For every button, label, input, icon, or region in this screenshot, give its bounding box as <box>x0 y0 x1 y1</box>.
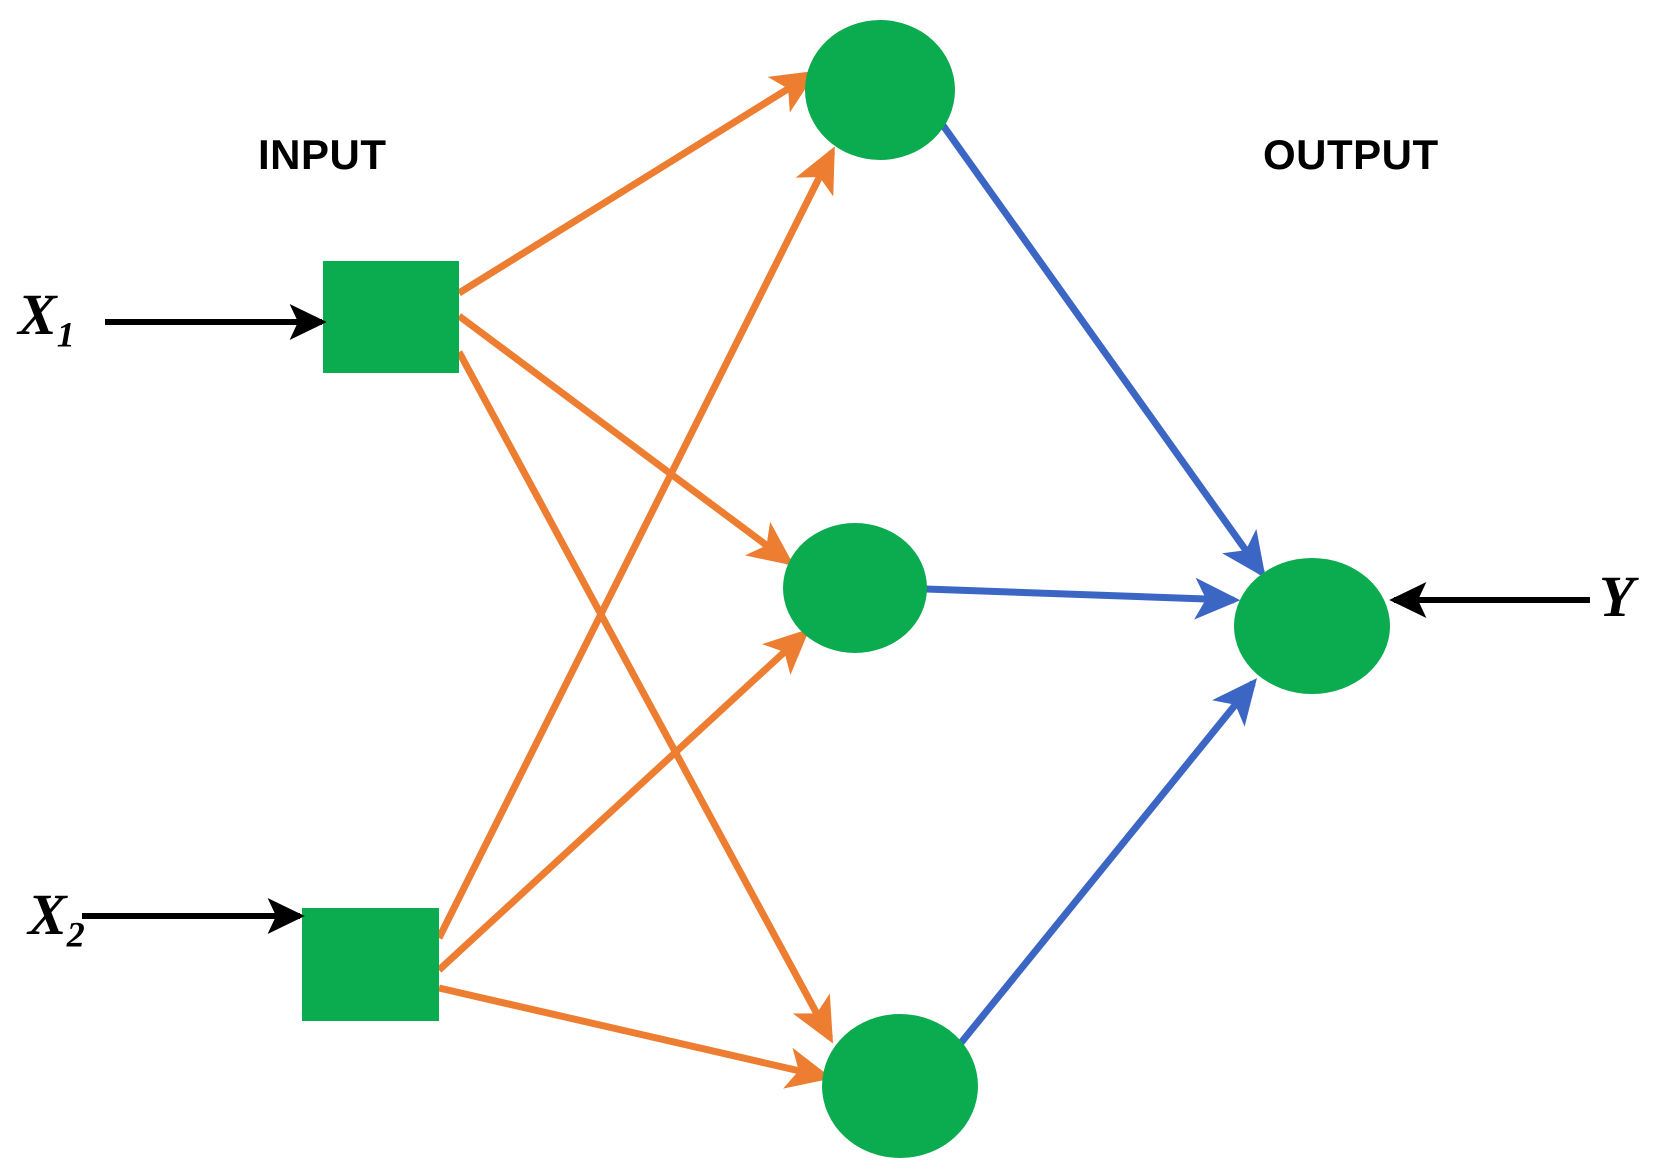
edge-input2-hidden2 <box>436 628 810 973</box>
hidden-node-group <box>783 20 978 1158</box>
edge-hidden1-output1 <box>939 121 1266 579</box>
output-node-1[interactable] <box>1234 558 1390 694</box>
variable-x1-base: X <box>18 282 57 347</box>
input-node-x2[interactable] <box>302 908 439 1021</box>
input-node-group <box>302 261 459 1021</box>
edge-group-input-to-hidden <box>435 70 836 1089</box>
edge-input2-hidden1 <box>435 146 836 940</box>
variable-label-x2: X2 <box>28 881 85 956</box>
variable-x2-base: X <box>28 882 67 947</box>
edge-input1-hidden3 <box>455 350 834 1044</box>
edge-input1-hidden2 <box>456 313 795 566</box>
output-node-group <box>1234 558 1390 694</box>
variable-label-x1: X1 <box>18 281 75 356</box>
hidden-node-2[interactable] <box>783 523 927 653</box>
io-arrow-group <box>82 304 1590 934</box>
hidden-node-1[interactable] <box>805 20 955 160</box>
output-layer-label: OUTPUT <box>1263 131 1439 178</box>
edge-hidden3-output1 <box>957 678 1257 1047</box>
edge-group-hidden-to-output <box>925 121 1266 1047</box>
input-node-x1[interactable] <box>323 261 459 373</box>
edge-input2-hidden3 <box>438 984 833 1089</box>
variable-label-y: Y <box>1599 564 1635 629</box>
variable-x2-subscript: 2 <box>66 914 85 955</box>
hidden-node-3[interactable] <box>822 1014 978 1158</box>
edge-hidden2-output1 <box>925 577 1241 620</box>
variable-x1-subscript: 1 <box>56 314 75 355</box>
edge-input1-hidden1 <box>457 70 818 296</box>
input-layer-label: INPUT <box>258 131 387 178</box>
